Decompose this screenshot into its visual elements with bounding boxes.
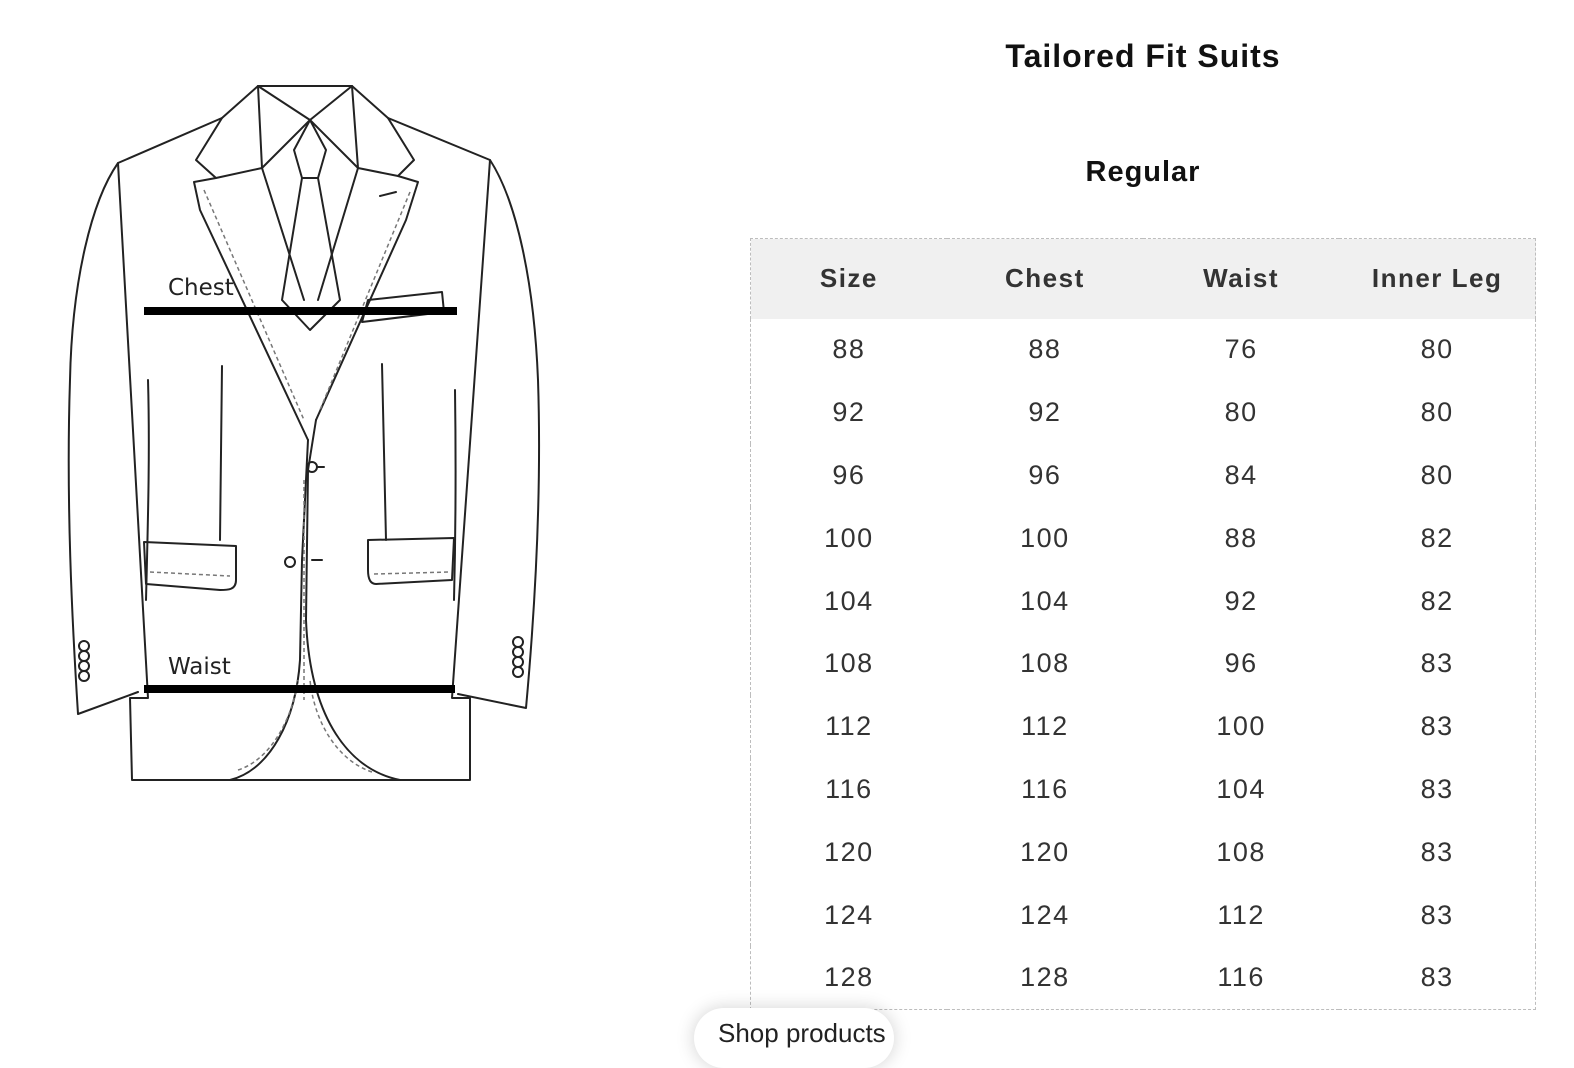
table-row: 120 120 108 83 [751, 821, 1536, 884]
chest-label: Chest [168, 275, 234, 301]
table-cell: 128 [824, 962, 874, 993]
table-cell: 82 [1420, 585, 1454, 616]
table-cell: 83 [1420, 962, 1454, 993]
table-cell: 88 [832, 334, 866, 365]
table-cell: 104 [1020, 585, 1070, 616]
table-cell: 96 [832, 459, 866, 490]
table-cell: 104 [1216, 773, 1266, 804]
table-cell: 112 [1021, 711, 1069, 742]
table-row: 104 104 92 82 [751, 570, 1536, 633]
size-chart-table: Size Chest Waist Inner Leg 88 88 76 80 9… [750, 238, 1536, 1011]
table-cell: 88 [1224, 522, 1258, 553]
column-header-waist: Waist [1203, 263, 1280, 294]
table-row: 112 112 100 83 [751, 695, 1536, 758]
table-cell: 80 [1420, 459, 1454, 490]
jacket-diagram: Chest Waist [0, 0, 620, 860]
waist-measure-line [144, 685, 455, 693]
table-row: 108 108 96 83 [751, 632, 1536, 695]
table-cell: 84 [1224, 459, 1258, 490]
table-cell: 92 [1028, 397, 1062, 428]
table-cell: 120 [824, 836, 874, 867]
table-cell: 83 [1420, 648, 1454, 679]
table-cell: 80 [1420, 397, 1454, 428]
table-cell: 82 [1420, 522, 1454, 553]
table-cell: 76 [1224, 334, 1258, 365]
table-cell: 120 [1020, 836, 1070, 867]
table-cell: 83 [1420, 899, 1454, 930]
table-row: 88 88 76 80 [751, 319, 1536, 382]
table-row: 92 92 80 80 [751, 381, 1536, 444]
table-cell: 108 [1216, 836, 1266, 867]
table-cell: 80 [1420, 334, 1454, 365]
column-header-inner-leg: Inner Leg [1371, 263, 1503, 294]
table-cell: 116 [825, 773, 873, 804]
table-cell: 100 [824, 522, 874, 553]
table-cell: 112 [825, 711, 873, 742]
column-header-chest: Chest [1005, 263, 1085, 294]
table-cell: 83 [1420, 711, 1454, 742]
table-cell: 116 [1217, 962, 1265, 993]
table-cell: 83 [1420, 773, 1454, 804]
table-cell: 96 [1028, 459, 1062, 490]
table-cell: 92 [832, 397, 866, 428]
table-cell: 100 [1216, 711, 1266, 742]
table-cell: 92 [1224, 585, 1258, 616]
table-cell: 124 [1020, 899, 1070, 930]
chest-measure-line [144, 307, 457, 315]
table-row: 96 96 84 80 [751, 444, 1536, 507]
table-cell: 108 [1020, 648, 1070, 679]
waist-label: Waist [168, 654, 231, 680]
table-cell: 96 [1224, 648, 1258, 679]
fit-title: Regular [1085, 156, 1201, 188]
table-cell: 128 [1020, 962, 1070, 993]
column-header-size: Size [819, 263, 878, 294]
table-cell: 104 [824, 585, 874, 616]
table-row: 116 116 104 83 [751, 758, 1536, 821]
shop-products-button[interactable]: Shop products [694, 1008, 894, 1068]
table-row: 100 100 88 82 [751, 507, 1536, 570]
table-cell: 88 [1028, 334, 1062, 365]
table-header-row: Size Chest Waist Inner Leg [750, 238, 1536, 319]
table-cell: 112 [1217, 899, 1265, 930]
table-cell: 116 [1021, 773, 1069, 804]
table-cell: 100 [1020, 522, 1070, 553]
table-cell: 124 [824, 899, 874, 930]
table-cell: 83 [1420, 836, 1454, 867]
jacket-illustration: Chest Waist [67, 85, 541, 781]
page-title: Tailored Fit Suits [1005, 38, 1281, 74]
table-cell: 108 [824, 648, 874, 679]
table-row: 124 124 112 83 [751, 884, 1536, 947]
table-cell: 80 [1224, 397, 1258, 428]
table-row: 128 128 116 83 [751, 946, 1536, 1009]
